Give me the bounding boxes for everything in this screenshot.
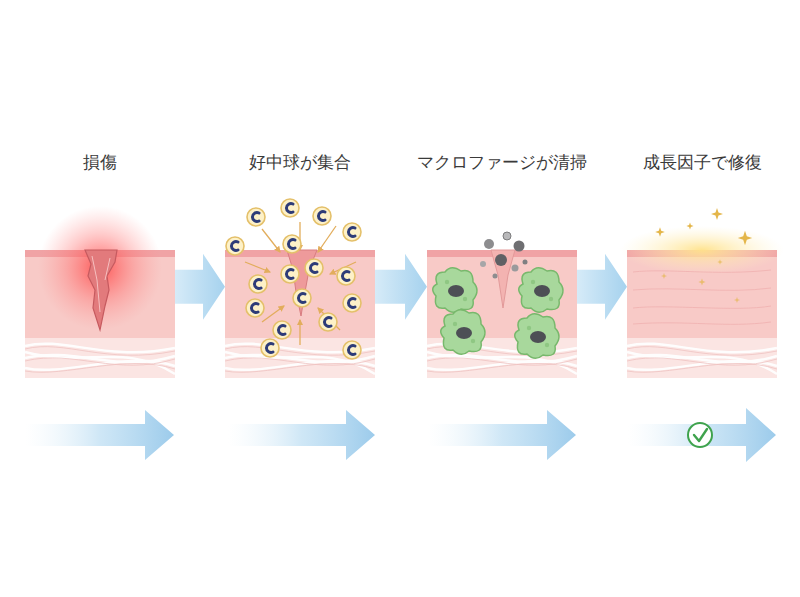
neutrophil: [283, 235, 301, 253]
neutrophil-illustration: [225, 250, 375, 378]
neutrophil: [337, 267, 355, 285]
skin-tissue: [427, 250, 577, 378]
check-badge: [688, 423, 712, 447]
migration-arrow: [245, 262, 270, 272]
stage-panel: 損傷: [25, 150, 175, 378]
migration-arrow: [262, 306, 284, 322]
neutrophil: [343, 223, 361, 241]
neutrophil: [246, 299, 264, 317]
debris: [480, 232, 528, 279]
debris-particle: [484, 239, 494, 249]
stage-title: マクロファージが清掃: [417, 150, 587, 174]
stage-title: 成長因子で修復: [643, 150, 762, 174]
neutrophils: [226, 199, 361, 359]
migration-arrow: [299, 320, 300, 345]
sparkle: [661, 273, 667, 279]
debris-particle: [514, 241, 525, 252]
neutrophil: [273, 321, 291, 339]
healing-glow: [620, 226, 784, 274]
flow-arrow: [175, 254, 225, 320]
sparkle: [711, 208, 723, 220]
stage-panel: 成長因子で修復: [627, 150, 777, 378]
debris-particle: [480, 261, 486, 267]
progress-arrow: [428, 410, 576, 460]
debris-particle: [493, 274, 498, 279]
neutrophil: [249, 275, 267, 293]
macrophage: [441, 310, 485, 355]
neutrophil: [226, 237, 244, 255]
neutrophil: [281, 265, 299, 283]
wound-crack: [491, 250, 515, 308]
macrophage-illustration: [427, 232, 577, 378]
tissue-lines: [633, 270, 771, 324]
progress-arrows: [25, 408, 776, 462]
migration-arrows: [245, 222, 356, 345]
repair-illustration: [620, 226, 784, 378]
neutrophil: [313, 207, 331, 225]
sparkles: [655, 208, 752, 303]
sparkle: [686, 222, 693, 229]
sparkle: [734, 297, 740, 303]
flow-arrow: [375, 254, 427, 320]
neutrophil: [319, 313, 337, 331]
neutrophil: [281, 199, 299, 217]
inflammation-glow: [38, 206, 162, 330]
neutrophil: [305, 259, 323, 277]
debris-particle: [503, 232, 511, 240]
macrophage: [519, 268, 563, 313]
flow-arrow: [577, 254, 627, 320]
debris-particle: [523, 260, 528, 265]
sparkle: [738, 231, 752, 245]
migration-arrow: [318, 226, 336, 252]
stage-title: 好中球が集合: [249, 150, 351, 174]
progress-arrow: [25, 410, 174, 460]
wound-detail: [92, 256, 110, 312]
skin-tissue: [225, 250, 375, 378]
neutrophil: [261, 339, 279, 357]
neutrophil: [247, 208, 265, 226]
migration-arrow: [262, 229, 280, 252]
progress-arrow: [228, 410, 375, 460]
debris-particle: [495, 254, 507, 266]
stage-panel: 好中球が集合: [225, 150, 375, 378]
neutrophil: [293, 289, 311, 307]
check-mark: [694, 429, 707, 441]
macrophage: [515, 314, 559, 359]
stage-panel: マクロファージが清掃: [427, 150, 577, 378]
neutrophil: [343, 294, 361, 312]
macrophage: [433, 268, 477, 313]
sparkle: [717, 259, 722, 264]
debris-particle: [512, 265, 519, 272]
migration-arrow: [318, 308, 340, 330]
stage-title: 損傷: [83, 150, 117, 174]
wound-crack: [85, 250, 117, 330]
progress-arrow: [628, 408, 776, 462]
sparkle: [698, 278, 705, 285]
neutrophil: [343, 341, 361, 359]
injury-illustration: [25, 206, 175, 378]
sparkle: [655, 227, 665, 237]
